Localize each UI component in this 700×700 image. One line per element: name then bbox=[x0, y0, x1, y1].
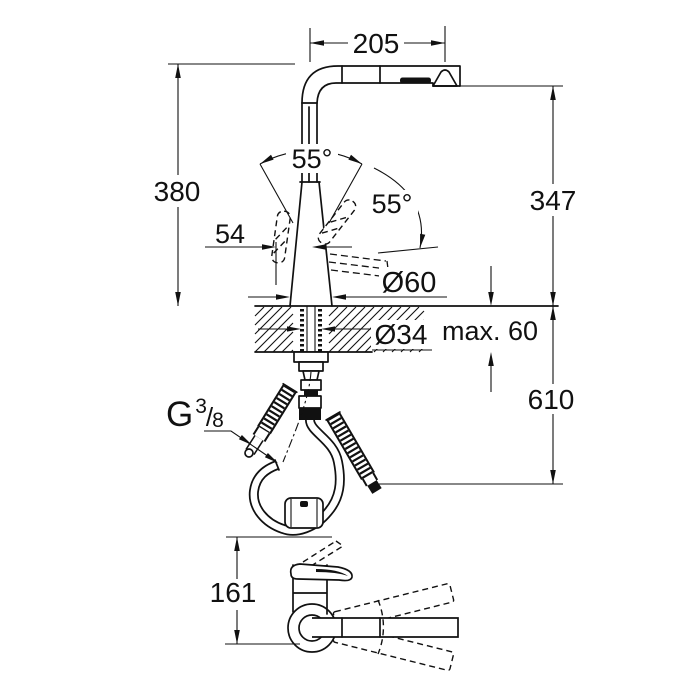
deck-hatch-left bbox=[254, 306, 294, 353]
arrowhead bbox=[550, 306, 556, 320]
hose-fitting-band bbox=[304, 390, 318, 396]
hose-weight bbox=[284, 497, 324, 529]
arrowhead bbox=[488, 352, 494, 366]
arrowhead bbox=[420, 233, 426, 248]
supply-hose-left-end bbox=[244, 448, 254, 458]
arrowhead bbox=[550, 86, 556, 100]
thread-leader-line bbox=[204, 430, 273, 460]
arrowhead bbox=[276, 294, 290, 300]
dim-total-height-group: 380 bbox=[152, 63, 295, 306]
dim-plan-height-group: 161 bbox=[210, 536, 332, 645]
mounting-nut bbox=[298, 361, 324, 372]
spout-side-seams bbox=[341, 617, 381, 638]
spout-seams bbox=[301, 65, 381, 104]
body-side-view bbox=[292, 564, 328, 615]
dim-hose-reach-group: 610 bbox=[379, 306, 580, 485]
arrowhead bbox=[321, 326, 335, 332]
dim-hose-reach-below: 610 bbox=[528, 384, 575, 415]
thread-prefix: G bbox=[166, 395, 193, 434]
arrowhead bbox=[264, 453, 278, 463]
spout-side-view bbox=[312, 617, 459, 638]
dim-base-diameter: Ø60 bbox=[382, 267, 437, 299]
arrowhead bbox=[310, 40, 324, 46]
dim-outlet-height: 347 bbox=[530, 185, 577, 216]
arrowhead bbox=[550, 470, 556, 484]
supply-hose-right-braid bbox=[327, 412, 374, 480]
spray-axis-line bbox=[377, 246, 439, 254]
spray-detached-outline bbox=[328, 253, 390, 278]
spout-inner-edge bbox=[316, 82, 434, 104]
spout bbox=[301, 65, 461, 183]
arrowhead bbox=[262, 244, 276, 250]
arrowhead bbox=[234, 537, 240, 551]
hose-collar bbox=[298, 395, 322, 409]
handle-left-position bbox=[271, 210, 291, 264]
hose-coupling bbox=[299, 408, 321, 420]
dim-total-height: 380 bbox=[154, 176, 201, 207]
dim-handle-offset-group: 54 bbox=[205, 219, 352, 285]
tailpiece bbox=[300, 379, 322, 391]
arrowhead bbox=[312, 244, 326, 250]
dim-spout-reach: 205 bbox=[353, 28, 400, 59]
supply-hose-right-cap bbox=[325, 411, 341, 421]
arrowhead bbox=[175, 64, 181, 78]
angle-left-radials bbox=[259, 163, 363, 224]
dim-hole-diameter-group: Ø34 bbox=[258, 319, 433, 351]
lever-raised-position bbox=[302, 540, 344, 567]
dim-hole-diameter: Ø34 bbox=[375, 319, 428, 350]
dim-handle-swivel-angle: 55° bbox=[292, 144, 333, 174]
hose-weight-ribs bbox=[290, 499, 318, 527]
supply-hose-left-braid bbox=[258, 384, 296, 434]
dim-handle-offset: 54 bbox=[215, 219, 245, 249]
spray-button bbox=[400, 77, 431, 84]
dim-max-deck-thickness: max. 60 bbox=[442, 316, 538, 346]
hose-weight-clip bbox=[300, 501, 308, 507]
thread-denominator: 8 bbox=[212, 409, 224, 432]
arrowhead bbox=[260, 154, 274, 164]
ext-lines-205 bbox=[309, 26, 446, 62]
supply-hose-left-cap bbox=[282, 382, 298, 394]
dim-plan-view-height: 161 bbox=[210, 577, 257, 608]
dim-base-diameter-group: Ø60 bbox=[248, 267, 447, 300]
thread-numerator: 3 bbox=[195, 395, 207, 418]
supply-hoses bbox=[244, 382, 382, 494]
hose-centerline bbox=[282, 371, 312, 463]
arrowhead bbox=[431, 40, 445, 46]
arrowhead bbox=[332, 294, 346, 300]
supply-hose-right-end bbox=[367, 480, 382, 494]
arrowhead bbox=[238, 435, 252, 445]
plan-view bbox=[287, 540, 459, 672]
thread-slash: / bbox=[206, 402, 214, 432]
thread-label-group: G3/8 bbox=[166, 395, 278, 463]
lever-edge-shadow bbox=[316, 569, 348, 576]
dim-outlet-height-group: 347 bbox=[459, 85, 581, 306]
arrowhead bbox=[175, 292, 181, 306]
shank-inner-lines bbox=[306, 306, 316, 352]
arrowhead bbox=[348, 154, 362, 164]
lever-side-view bbox=[289, 563, 353, 582]
dim-spray-detach-angle: 55° bbox=[372, 189, 413, 219]
pullout-hose-assembly bbox=[248, 371, 345, 536]
mounting-flange bbox=[293, 351, 329, 363]
spray-nozzle-tip bbox=[432, 69, 458, 87]
angle-spray-detach-group: 55° bbox=[368, 167, 439, 254]
dim-deck-thickness-group: max. 60 bbox=[442, 266, 538, 392]
handle-right-position bbox=[317, 199, 357, 245]
arrowhead bbox=[488, 292, 494, 306]
mounting-assembly bbox=[293, 306, 329, 420]
thread-size-label: G3/8 bbox=[166, 395, 224, 434]
angle-handle-swivel-group: 55° bbox=[259, 144, 363, 224]
spout-outer-edge bbox=[301, 65, 461, 104]
arrowhead bbox=[550, 292, 556, 306]
swivel-range-arc bbox=[377, 599, 385, 655]
dim-spout-reach-group: 205 bbox=[309, 26, 446, 62]
arrowhead bbox=[234, 630, 240, 644]
handle-right-hatch bbox=[321, 216, 348, 234]
arrowhead bbox=[287, 326, 301, 332]
